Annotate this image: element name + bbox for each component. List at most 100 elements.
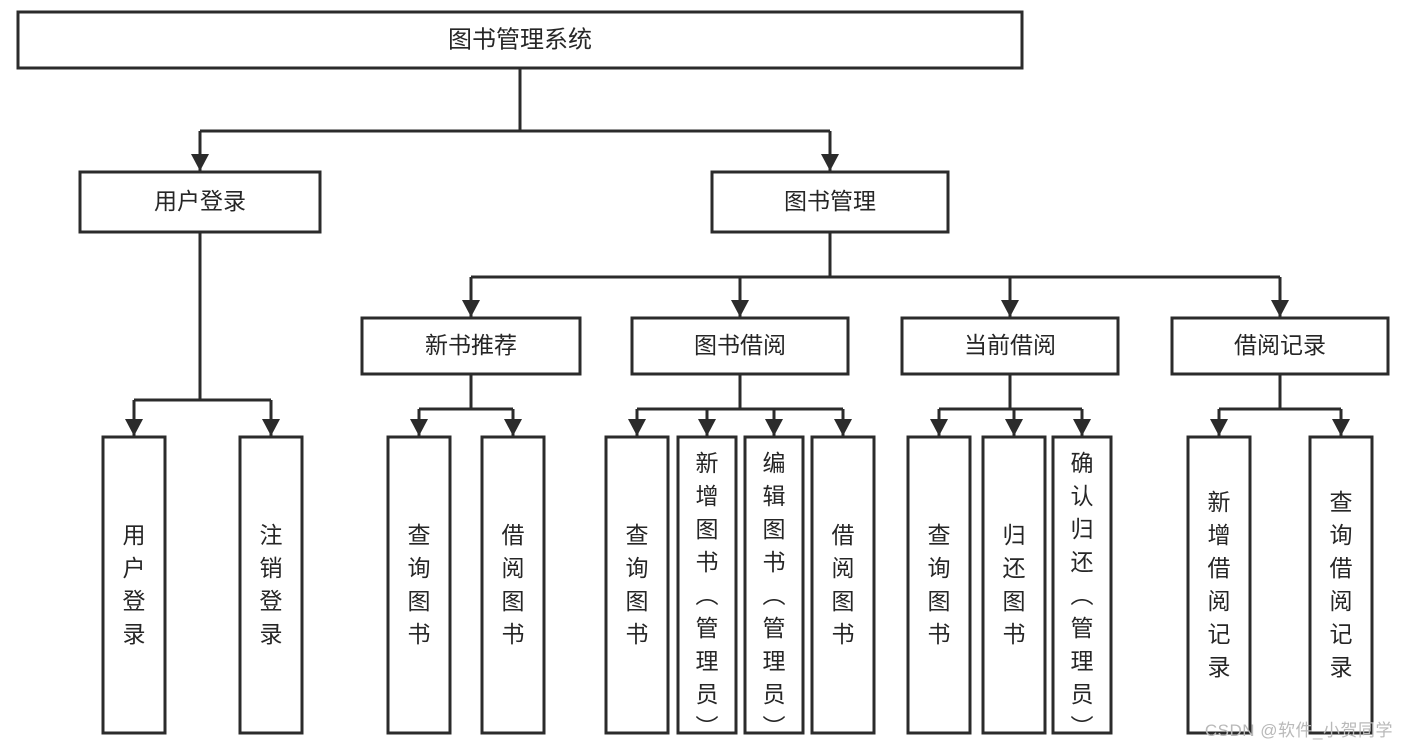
svg-text:管: 管 xyxy=(763,615,786,641)
node-book-management[interactable]: 图书管理 xyxy=(710,170,950,234)
svg-text:︶: ︶ xyxy=(763,714,786,740)
node-leaf-borrow-book-1-box xyxy=(480,435,546,735)
svg-text:编: 编 xyxy=(763,450,786,476)
node-new-book-recommend-box xyxy=(360,316,582,376)
svg-text:辑: 辑 xyxy=(763,483,786,509)
svg-text:归: 归 xyxy=(1003,522,1026,548)
svg-text:新: 新 xyxy=(696,450,719,476)
svg-text:图: 图 xyxy=(1003,588,1026,614)
svg-text:询: 询 xyxy=(928,555,951,581)
svg-text:借: 借 xyxy=(832,522,855,548)
node-current-borrow-box xyxy=(900,316,1120,376)
svg-text:员: 员 xyxy=(1071,681,1094,707)
svg-text:管: 管 xyxy=(696,615,719,641)
svg-text:︶: ︶ xyxy=(1071,714,1094,740)
svg-text:书: 书 xyxy=(408,621,431,647)
node-current-borrow-label: 当前借阅 xyxy=(964,332,1056,358)
svg-text:管: 管 xyxy=(1071,615,1094,641)
node-leaf-return-book-box xyxy=(981,435,1047,735)
svg-text:登: 登 xyxy=(123,588,146,614)
svg-text:图: 图 xyxy=(928,588,951,614)
node-leaf-logout-login-box xyxy=(238,435,304,735)
svg-text:登: 登 xyxy=(260,588,283,614)
node-leaf-add-book-box xyxy=(676,435,738,735)
svg-text:记: 记 xyxy=(1330,621,1353,647)
svg-text:︶: ︶ xyxy=(696,714,719,740)
node-leaf-borrow-book-2-box xyxy=(810,435,876,735)
node-book-borrow[interactable]: 图书借阅 xyxy=(630,316,850,376)
connector-layer xyxy=(125,68,1350,436)
node-new-book-recommend[interactable]: 新书推荐 xyxy=(360,316,582,376)
svg-text:记: 记 xyxy=(1208,621,1231,647)
node-borrow-record-box xyxy=(1170,316,1390,376)
svg-text:理: 理 xyxy=(1071,648,1094,674)
node-borrow-record[interactable]: 借阅记录 xyxy=(1170,316,1390,376)
node-leaf-user-login-label: 用户登录 xyxy=(123,522,146,647)
node-book-management-box xyxy=(710,170,950,234)
node-book-borrow-label: 图书借阅 xyxy=(694,332,786,358)
node-root-root-box xyxy=(16,10,1024,70)
svg-text:录: 录 xyxy=(1330,654,1353,680)
svg-text:书: 书 xyxy=(832,621,855,647)
svg-text:理: 理 xyxy=(763,648,786,674)
node-root-root-label: 图书管理系统 xyxy=(448,26,592,53)
node-user-login[interactable]: 用户登录 xyxy=(78,170,322,234)
svg-text:查: 查 xyxy=(1330,489,1353,515)
svg-text:查: 查 xyxy=(408,522,431,548)
svg-text:还: 还 xyxy=(1003,555,1026,581)
svg-text:书: 书 xyxy=(502,621,525,647)
node-book-borrow-box xyxy=(630,316,850,376)
node-leaf-edit-book-box xyxy=(743,435,805,735)
svg-text:图: 图 xyxy=(502,588,525,614)
node-leaf-query-borrow-record-box xyxy=(1308,435,1374,735)
svg-text:增: 增 xyxy=(696,483,719,509)
node-current-borrow[interactable]: 当前借阅 xyxy=(900,316,1120,376)
svg-text:书: 书 xyxy=(1003,621,1026,647)
node-root-root[interactable]: 图书管理系统 xyxy=(16,10,1024,70)
svg-text:︵: ︵ xyxy=(763,582,786,608)
svg-text:员: 员 xyxy=(696,681,719,707)
svg-text:询: 询 xyxy=(1330,522,1353,548)
svg-text:阅: 阅 xyxy=(1208,588,1231,614)
svg-text:归: 归 xyxy=(1071,516,1094,542)
node-leaf-user-login[interactable]: 用户登录 xyxy=(101,435,167,735)
svg-text:新: 新 xyxy=(1208,489,1231,515)
svg-text:查: 查 xyxy=(928,522,951,548)
svg-text:借: 借 xyxy=(1208,555,1231,581)
svg-text:︵: ︵ xyxy=(696,582,719,608)
svg-text:询: 询 xyxy=(408,555,431,581)
svg-text:图: 图 xyxy=(763,516,786,542)
svg-text:书: 书 xyxy=(928,621,951,647)
svg-text:图: 图 xyxy=(832,588,855,614)
node-leaf-query-book-3-box xyxy=(906,435,972,735)
node-borrow-record-label: 借阅记录 xyxy=(1234,332,1326,358)
svg-text:确: 确 xyxy=(1071,450,1094,476)
svg-text:书: 书 xyxy=(626,621,649,647)
svg-text:询: 询 xyxy=(626,555,649,581)
svg-text:员: 员 xyxy=(763,681,786,707)
svg-text:书: 书 xyxy=(696,549,719,575)
svg-text:阅: 阅 xyxy=(832,555,855,581)
